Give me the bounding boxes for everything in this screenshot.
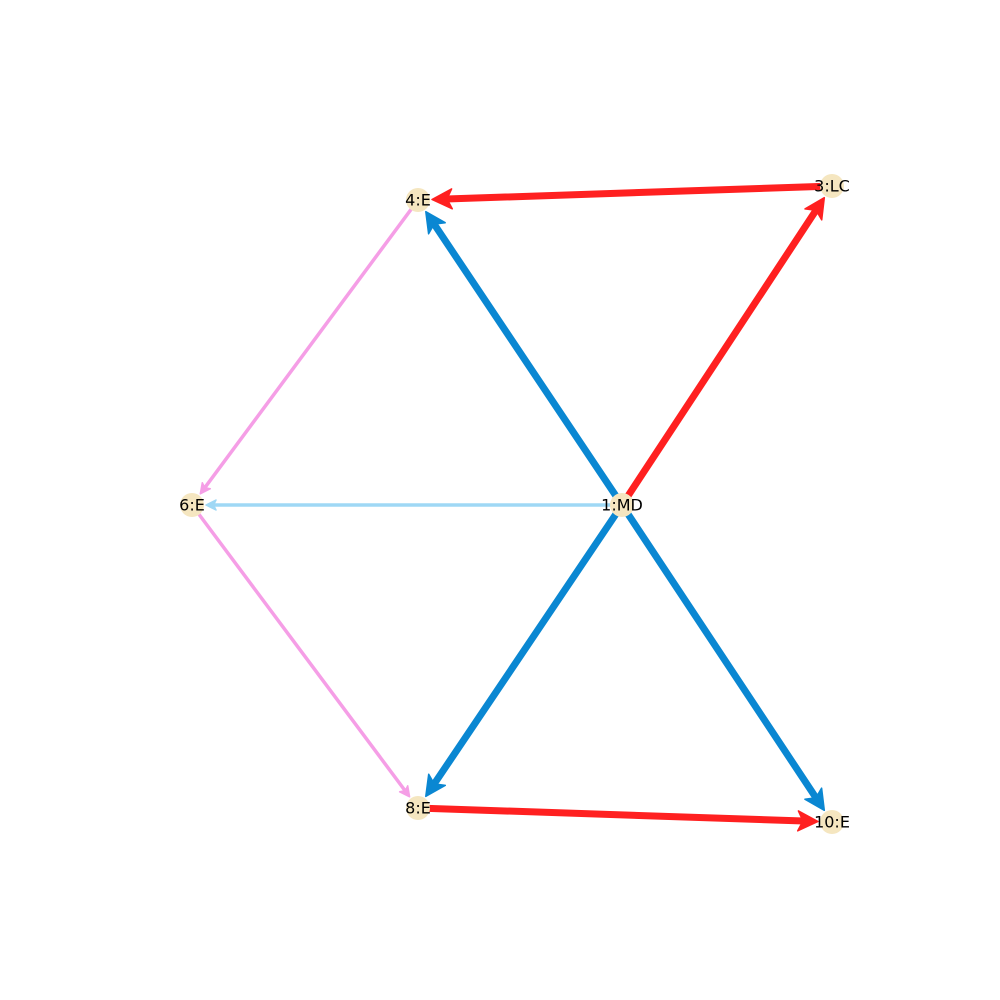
edge-4-to-6 [199,206,414,495]
node-6: 6:E [179,493,205,517]
edge-1-to-10 [624,509,826,812]
node-label: 1:MD [601,496,643,515]
edge-1-to-6 [205,499,614,511]
edge-line [196,511,407,793]
edge-arrowhead [398,785,411,798]
edge-line [432,509,620,785]
node-3: 3:LC [814,174,850,198]
edge-line [624,509,818,799]
node-circle [406,188,430,212]
node-1: 1:MD [601,493,643,517]
edge-1-to-3 [623,196,826,501]
node-label: 4:E [405,191,431,210]
node-8: 8:E [405,796,431,820]
edge-arrowhead [804,787,826,812]
node-label: 3:LC [814,177,850,196]
edge-6-to-8 [196,511,411,798]
edge-8-to-10 [424,804,819,832]
edge-arrowhead [205,499,217,511]
node-label: 6:E [179,496,205,515]
edge-arrowhead [431,188,454,210]
edge-line [432,223,620,501]
edge-1-to-4 [425,210,620,501]
edge-1-to-8 [425,509,620,798]
node-10: 10:E [814,810,850,834]
edge-line [203,206,414,490]
node-label: 10:E [814,813,850,832]
node-circle [610,493,634,517]
edge-line [623,209,818,501]
node-circle [820,810,844,834]
edge-3-to-4 [431,182,826,210]
edge-arrowhead [796,810,819,832]
edge-arrowhead [804,196,826,221]
node-4: 4:E [405,188,431,212]
nodes-layer: 1:MD 3:LC 4:E 6:E 8:E 10:E [179,174,850,834]
edge-line [424,804,804,825]
node-circle [406,796,430,820]
edge-arrowhead [199,481,212,495]
node-label: 8:E [405,799,431,818]
node-circle [180,493,204,517]
edge-arrowhead [425,773,447,798]
edge-arrowhead [425,210,446,235]
edges-layer [196,182,826,832]
node-circle [820,174,844,198]
edge-line [446,182,826,203]
